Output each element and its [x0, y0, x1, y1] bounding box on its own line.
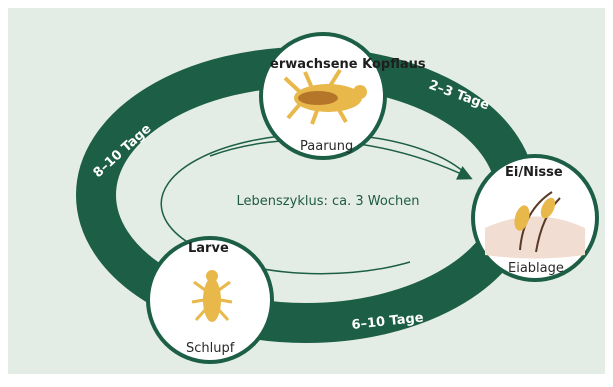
node-egg: Ei/Nisse Eiablage	[473, 156, 597, 280]
node-larva-subtitle: Schlupf	[186, 341, 235, 356]
center-label: Lebenszyklus: ca. 3 Wochen	[237, 194, 420, 209]
node-adult-title: erwachsene Kopflaus	[270, 57, 426, 72]
node-larva-title: Larve	[188, 241, 229, 256]
node-egg-title: Ei/Nisse	[505, 165, 563, 180]
node-larva: Larve Schlupf	[148, 238, 272, 362]
node-adult-subtitle: Paarung	[300, 139, 353, 154]
node-egg-subtitle: Eiablage	[508, 261, 564, 276]
